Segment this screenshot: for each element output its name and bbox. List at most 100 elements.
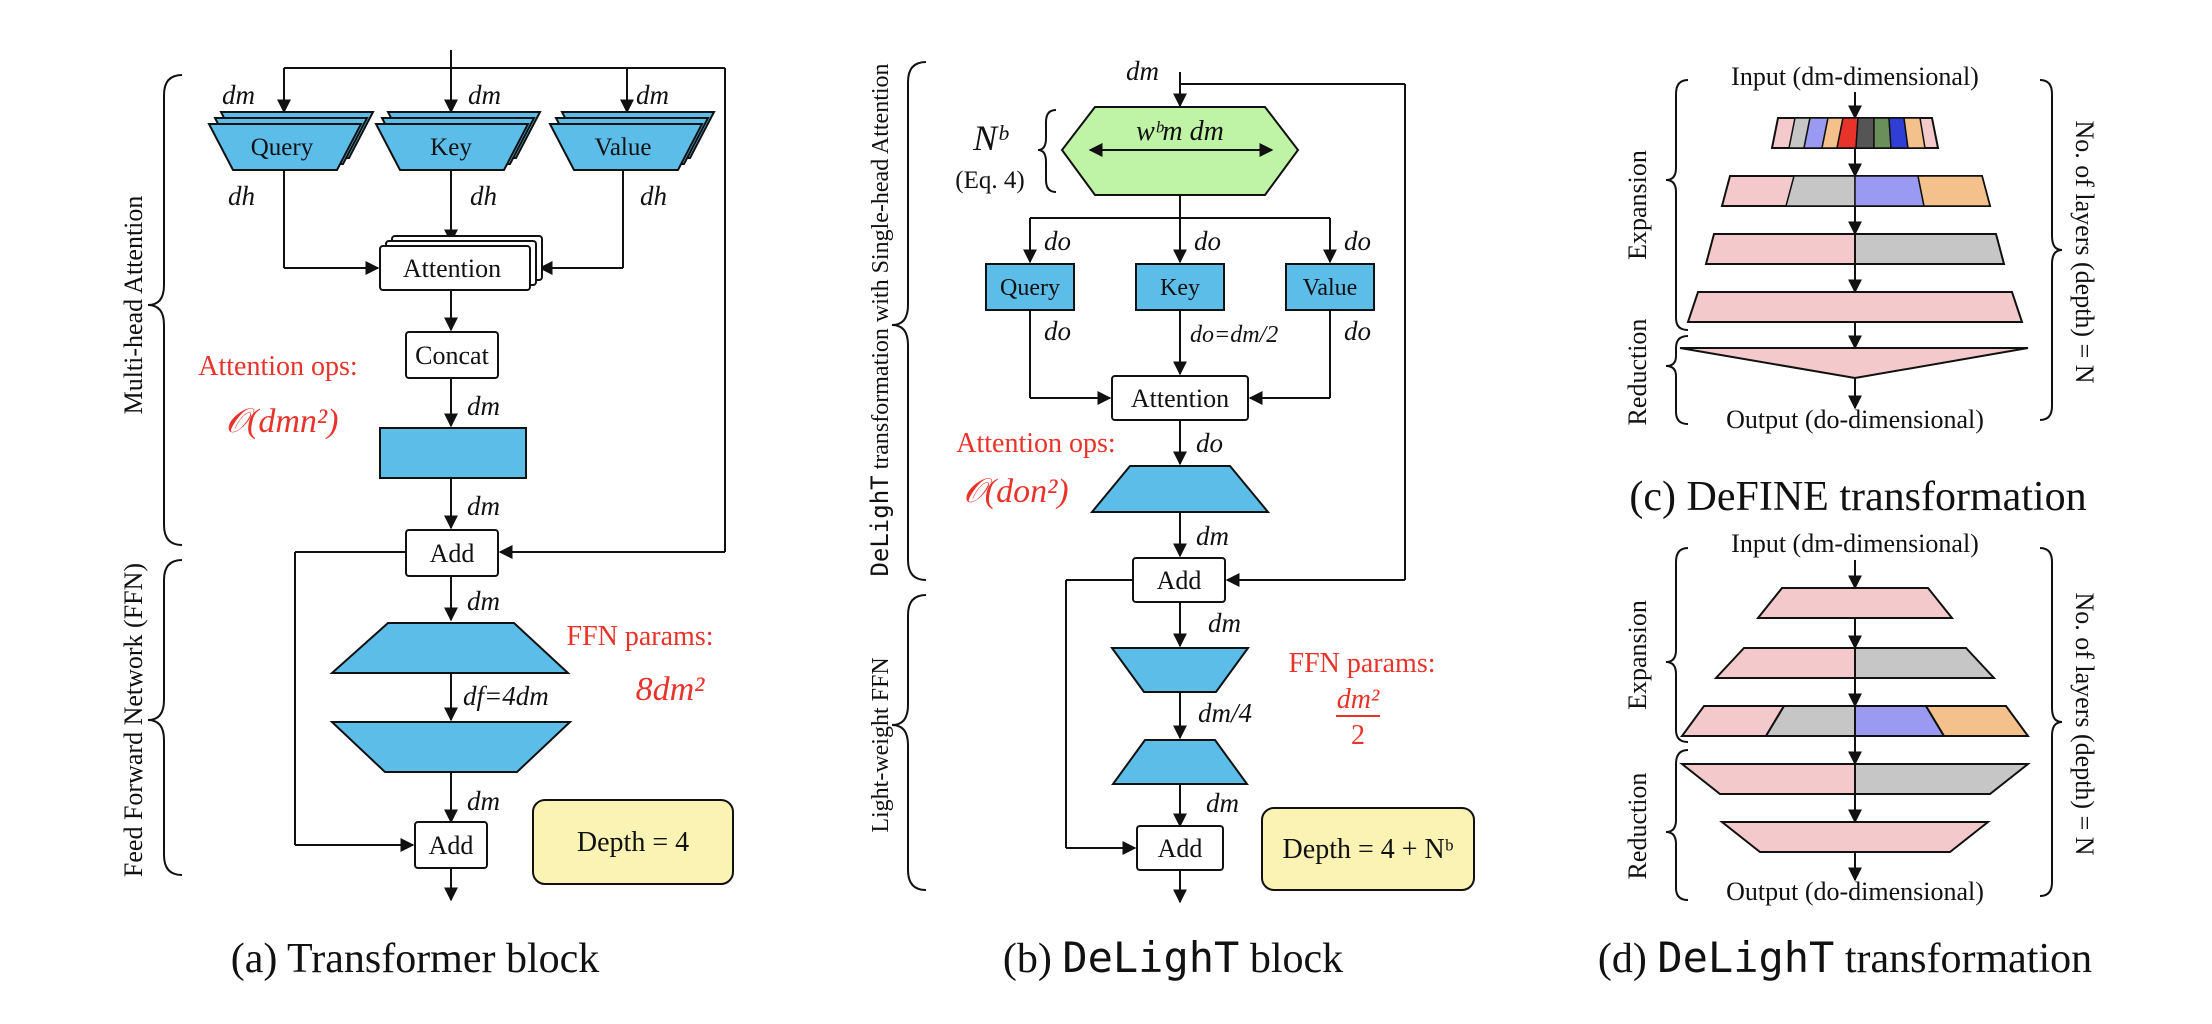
key-box (1135, 263, 1225, 311)
panel-d-delight-transformation: Input (dm-dimensional) Output (do-dimens… (1598, 529, 2099, 982)
value-label-b: Value (1303, 275, 1358, 301)
ffn-reduce-layer (329, 721, 573, 773)
add-label-2: Add (429, 831, 474, 860)
attn-ops-label: Attention ops: (198, 351, 357, 382)
bracket-layers-d (2039, 547, 2063, 897)
bracket-expansion-c (1665, 79, 1689, 331)
define-layer-5 (1679, 347, 2029, 380)
dim-label: do (1044, 226, 1071, 256)
nb-label: Nᵇ (972, 118, 1009, 158)
bracket-expansion-d (1665, 547, 1689, 743)
dim-label: dm (467, 491, 500, 521)
dim-label: dm (222, 80, 255, 110)
dim-label: dm (467, 391, 500, 421)
nb-eq-label: (Eq. 4) (955, 167, 1024, 194)
layers-label-d: No. of layers (depth) = N (2070, 592, 2099, 855)
dim-label: do (1344, 316, 1371, 346)
dim-label: dm (1206, 788, 1239, 818)
caption-b: (b) DeLighT block (1003, 933, 1343, 982)
dim-label: do (1194, 226, 1221, 256)
ffn-params-den-b: 2 (1351, 720, 1365, 751)
dim-label: do=dm/2 (1190, 322, 1278, 348)
query-label: Query (251, 134, 314, 161)
bracket-reduction-c (1665, 335, 1689, 425)
layers-label-c: No. of layers (depth) = N (2070, 120, 2099, 383)
delight-layer-5 (1719, 821, 1991, 853)
dim-label: dm (636, 80, 669, 110)
delight-layer-3 (1680, 705, 2030, 737)
define-layer-4 (1686, 291, 2024, 323)
output-label-c: Output (do-dimensional) (1726, 405, 1984, 434)
ffn-params-label-b: FFN params: (1289, 648, 1436, 679)
dim-label: dh (228, 181, 255, 211)
define-layer-3 (1704, 233, 2006, 265)
attn-ops-formula-b: 𝒪(don²) (963, 473, 1068, 510)
add-label-1: Add (430, 539, 475, 568)
panel-c-define-transformation: Input (dm-dimensional) (1623, 62, 2099, 520)
nb-brace (1037, 109, 1057, 193)
key-label-b: Key (1160, 275, 1200, 301)
depth-box (532, 799, 734, 885)
attention-label-b: Attention (1131, 384, 1229, 413)
output-label-d: Output (do-dimensional) (1726, 877, 1984, 906)
reduction-label-d: Reduction (1623, 773, 1652, 880)
value-label: Value (595, 134, 652, 161)
light-ffn-expand (1111, 739, 1249, 785)
ffn-params-label: FFN params: (567, 621, 714, 652)
reduction-label-c: Reduction (1623, 319, 1652, 426)
dim-label: dh (470, 181, 497, 211)
input-label-c: Input (dm-dimensional) (1731, 62, 1979, 91)
caption-a: (a) Transformer block (231, 936, 600, 982)
dim-label: df=4dm (463, 681, 549, 711)
query-projection: Query (207, 111, 375, 171)
dim-label: do (1344, 226, 1371, 256)
query-box (985, 263, 1075, 311)
key-projection: Key (374, 111, 542, 171)
depth-box-b (1261, 807, 1475, 891)
dim-label: dm (1208, 608, 1241, 638)
expansion-label-c: Expansion (1623, 150, 1652, 260)
panel-a-transformer-block: Multi-head Attention Feed Forward Networ… (119, 50, 734, 982)
query-label-b: Query (1000, 275, 1060, 301)
side-label-delight-attn: DeLighT transformation with Single-head … (866, 63, 894, 576)
dim-label: do (1044, 316, 1071, 346)
side-label-light-ffn: Light-weight FFN (868, 657, 894, 832)
depth-label-b: Depth = 4 + Nᵇ (1283, 834, 1454, 865)
ffn-params-formula: 8dm² (636, 671, 706, 708)
dim-label: dm (467, 586, 500, 616)
dim-label: do (1196, 428, 1223, 458)
define-layer-2 (1720, 175, 1992, 207)
attn-ops-label-b: Attention ops: (956, 428, 1115, 459)
output-projection-b (1089, 465, 1271, 513)
dim-label: dm (467, 786, 500, 816)
caption-d: (d) DeLighT transformation (1598, 933, 2092, 982)
side-label-ffn: Feed Forward Network (FFN) (119, 563, 148, 877)
side-label-mha: Multi-head Attention (119, 196, 148, 415)
output-projection (379, 427, 527, 479)
ffn-params-num-b: dm² (1337, 684, 1380, 715)
delight-layer-2 (1713, 647, 1997, 679)
caption-c: (c) DeFINE transformation (1629, 474, 2086, 520)
attn-ops-formula: 𝒪(dmn²) (226, 403, 339, 440)
expansion-label-d: Expansion (1623, 600, 1652, 710)
delight-layer-1 (1755, 587, 1955, 619)
dim-label: dm (1196, 521, 1229, 551)
bracket-layers-c (2039, 79, 2063, 421)
key-label: Key (430, 134, 472, 161)
delight-layer-4 (1679, 763, 2031, 795)
define-layer-1 (1770, 117, 1940, 149)
depth-label: Depth = 4 (577, 827, 689, 858)
concat-label: Concat (415, 341, 489, 370)
attention-label: Attention (403, 254, 501, 283)
bracket-mha (147, 74, 183, 546)
dim-label: dh (640, 181, 667, 211)
bracket-ffn (147, 559, 183, 876)
hexagon-label: wᵇm dm (1136, 116, 1224, 147)
dim-label: dm/4 (1198, 698, 1252, 728)
panel-b-delight-block: DeLighT transformation with Single-head … (866, 56, 1475, 982)
dim-label: dm (468, 80, 501, 110)
bracket-delight-attn (891, 61, 927, 581)
add-label-b2: Add (1158, 834, 1203, 863)
input-label-d: Input (dm-dimensional) (1731, 529, 1979, 558)
